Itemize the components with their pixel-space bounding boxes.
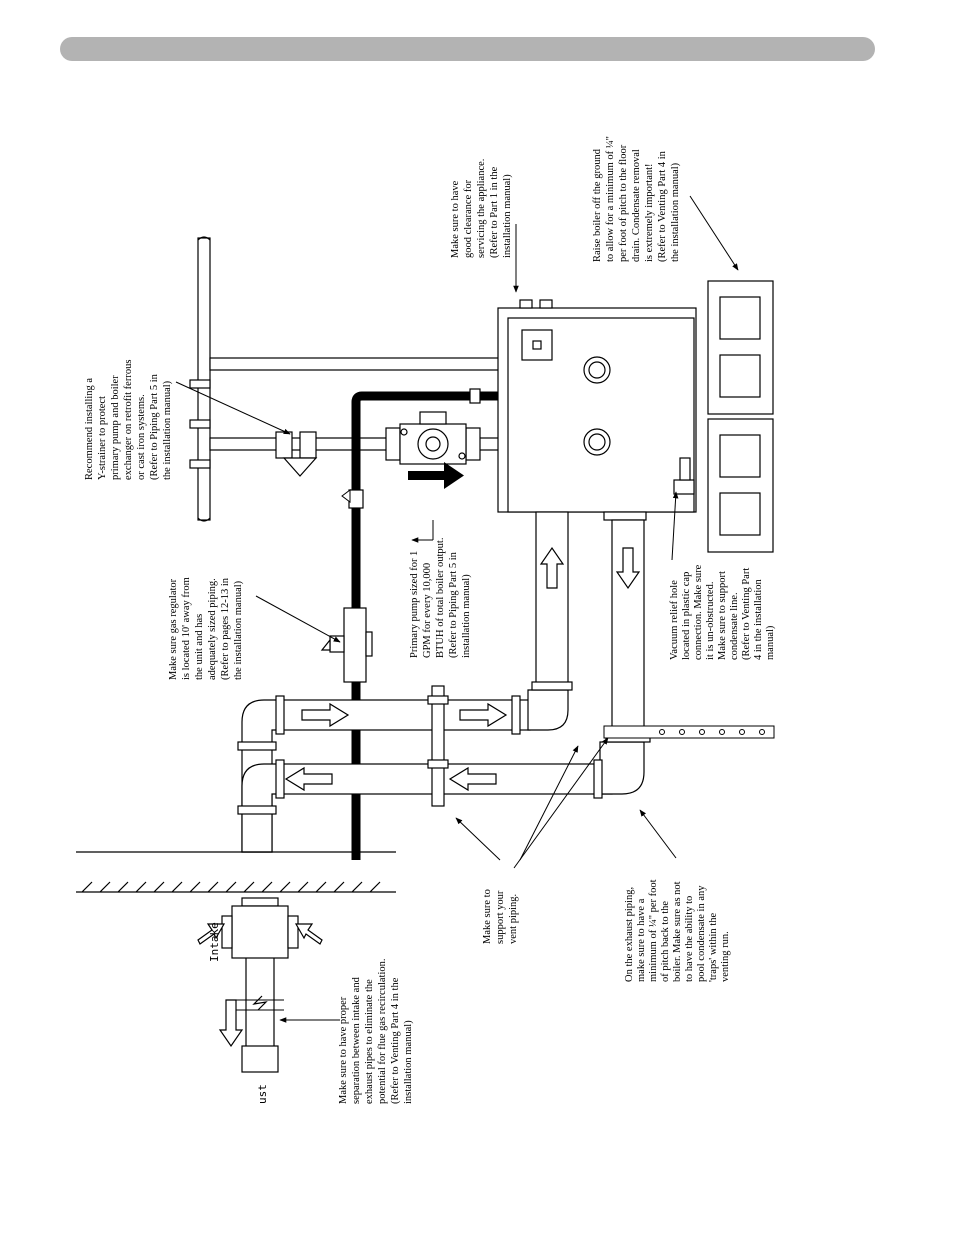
note-line: drain. Condensate removal [631,149,642,262]
intake-label: Intake [208,922,221,962]
note-line: Make sure to support [717,571,728,660]
note-line: installation manual) [461,574,472,658]
note-line: (Refer to pages 12-13 in [220,577,231,680]
note-line: good clearance for [463,179,474,258]
y-strainer [275,431,318,477]
note-line: Raise boiler off the ground [592,148,603,262]
note-line: exhaust pipes to eliminate the [364,979,375,1104]
note-line: boiler. Make sure as not [672,881,683,982]
note-line: pool condensate in any [696,885,707,982]
note-line: Make sure to [482,889,493,944]
note-line: connection. Make sure [693,564,704,660]
note-line: (Refer to Part 1 in the [489,166,500,258]
note-line: 'traps' within the [708,913,719,982]
note-line: 4 in the installation [753,578,764,660]
note-line: to have the ability to [684,896,695,982]
note-line: (Refer to Venting Part 4 in the [390,977,401,1104]
note-line: it is un-obstructed. [705,582,716,660]
note-line: (Refer to Piping Part 5 in [149,373,160,480]
note-line: (Refer to Venting Part [741,568,752,660]
flow-direction-arrow [408,462,464,489]
note-line: minimum of ¼" per foot [648,879,659,982]
note-line: vent piping. [508,894,519,944]
note-line: the installation manual) [233,580,244,680]
note-line: condensate line. [729,592,740,660]
note-line: GPM for every 10,000 [422,563,433,658]
primary-pump [385,411,481,465]
note-line: per foot of pitch to the floor [618,144,629,262]
note-line: is extremely important! [644,163,655,262]
vent-termination [197,897,323,1073]
leader-lines [175,195,739,1023]
note-line: (Refer to Piping Part 5 in [448,551,459,658]
note-line: to allow for a minimum of ¼" [605,136,616,262]
note-line: primary pump and boiler [110,375,121,480]
note-line: the installation manual) [162,380,173,480]
note-line: make sure to have a [636,898,647,982]
note-line: Y-strainer to protect [97,396,108,480]
note-line: of pitch back to the [660,901,671,982]
note-line: Make sure to have proper [338,996,349,1104]
note-line: Recommend installing a [84,378,95,480]
note-line: Primary pump sized for 1 [409,551,420,658]
strut-channel [603,725,775,739]
note-line: venting run. [720,931,731,982]
boiler-stand [707,280,774,553]
note-line: or cast iron systems. [136,394,147,480]
note-line: servicing the appliance. [476,159,487,258]
note-line: installation manual) [403,1020,414,1104]
note-line: located in plastic cap [681,572,692,660]
vent-flow-arrows [284,546,641,792]
note-line: BTUH of total boiler output. [435,538,446,658]
note-line: the installation manual) [670,162,681,262]
note-line: the unit and has [194,614,205,680]
note-line: Make sure gas regulator [168,578,179,680]
note-line: support your [495,890,506,944]
ground-line [76,851,396,893]
note-line: is located 10' away from [181,577,192,680]
note-line: installation manual) [502,174,513,258]
exhaust-label: ust [256,1084,269,1104]
note-line: Make sure to have [450,180,461,258]
note-line: (Refer to Venting Part 4 in [657,150,668,262]
note-line: potential for flue gas recirculation. [377,959,388,1104]
note-line: separation between intake and [351,976,362,1104]
note-line: exchanger on retrofit ferrous [123,360,134,480]
note-line: adequately sized piping. [207,578,218,680]
note-exhaust-pitch: On the exhaust piping,make sure to have … [624,879,731,982]
note-line: manual) [765,625,776,660]
note-line: On the exhaust piping, [624,887,635,982]
gas-regulator [320,607,373,683]
note-line: Vacuum relief hole [669,580,680,660]
note-vacuum-relief: Vacuum relief holelocated in plastic cap… [669,564,776,660]
boiler-unit [497,299,697,521]
header-bar [60,37,875,61]
